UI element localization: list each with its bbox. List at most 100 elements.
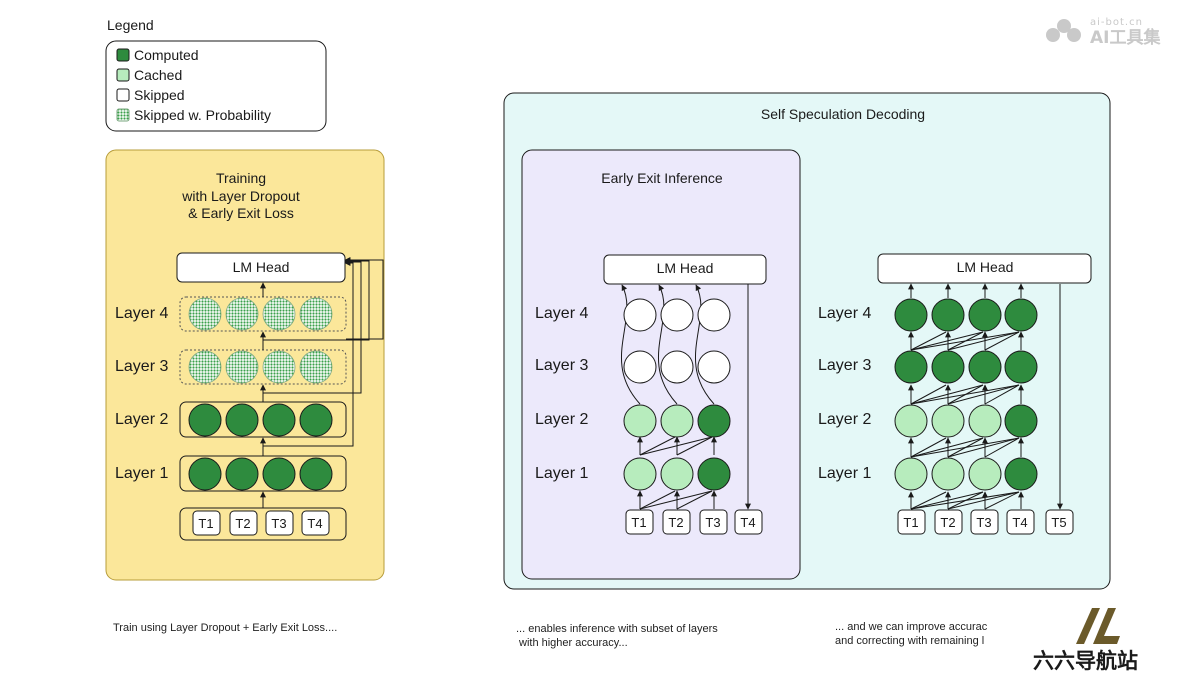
verify-token xyxy=(897,509,926,535)
legend-swatch-cached xyxy=(116,68,130,82)
verify-node xyxy=(968,457,1002,491)
watermark-site-name: 六六导航站 xyxy=(1033,649,1138,673)
training-node xyxy=(188,457,222,491)
training-layer2-label: Layer 2 xyxy=(115,411,168,428)
verify-node xyxy=(1004,457,1038,491)
early-exit-token-label: T1 xyxy=(631,515,646,530)
early-exit-token-label: T4 xyxy=(740,515,755,530)
training-layer4-label: Layer 4 xyxy=(115,305,168,322)
right-caption-line1: ... and we can improve accurac xyxy=(835,621,988,633)
verify-layer2-label: Layer 2 xyxy=(818,411,871,428)
right-caption: ... and we can improve accurac and corre… xyxy=(835,620,1000,652)
training-node xyxy=(262,350,296,384)
legend-label-skipped: Skipped xyxy=(134,87,185,103)
verify-node xyxy=(894,350,928,384)
middle-caption-line2: with higher accuracy... xyxy=(518,637,628,649)
training-token xyxy=(301,510,330,536)
early-exit-node xyxy=(660,404,694,438)
legend-label-computed: Computed xyxy=(134,47,199,63)
verify-node xyxy=(931,350,965,384)
legend-swatch-computed xyxy=(116,48,130,62)
legend-label-skipped-prob: Skipped w. Probability xyxy=(134,107,271,123)
verify-lm-head xyxy=(877,253,1092,284)
early-exit-node xyxy=(623,350,657,384)
early-exit-node xyxy=(697,404,731,438)
training-token xyxy=(229,510,258,536)
verify-node xyxy=(1004,350,1038,384)
training-token-label: T1 xyxy=(198,516,213,531)
middle-caption-line1: ... enables inference with subset of lay… xyxy=(516,623,718,635)
verify-node xyxy=(968,298,1002,332)
verify-node xyxy=(1004,404,1038,438)
training-lm-head-label: LM Head xyxy=(233,259,290,275)
watermark-brand: AI工具集 xyxy=(1090,27,1161,48)
early-exit-token-label: T3 xyxy=(705,515,720,530)
training-panel: Training with Layer Dropout & Early Exit… xyxy=(105,149,385,581)
training-caption: Train using Layer Dropout + Early Exit L… xyxy=(113,622,337,634)
verify-node xyxy=(931,404,965,438)
training-token xyxy=(265,510,294,536)
legend: Legend Computed Cached Skipped Skipped w… xyxy=(105,17,327,132)
verify-token-label: T5 xyxy=(1051,515,1066,530)
early-exit-layer4-label: Layer 4 xyxy=(535,305,588,322)
training-flow-arrows xyxy=(260,257,384,508)
verify-node xyxy=(894,404,928,438)
early-exit-skip-curves xyxy=(620,284,751,510)
self-spec-title: Self Speculation Decoding xyxy=(761,106,925,122)
verify-node xyxy=(894,298,928,332)
early-exit-node xyxy=(623,298,657,332)
training-node xyxy=(225,457,259,491)
verify-node xyxy=(968,404,1002,438)
training-node xyxy=(299,297,333,331)
early-exit-node xyxy=(660,457,694,491)
training-node xyxy=(225,297,259,331)
training-node xyxy=(299,403,333,437)
training-node xyxy=(188,403,222,437)
verify-connections xyxy=(908,283,1063,510)
training-node xyxy=(262,297,296,331)
early-exit-node xyxy=(697,298,731,332)
early-exit-layer2-label: Layer 2 xyxy=(535,411,588,428)
legend-swatch-skipped-prob xyxy=(116,108,130,122)
training-layer3-label: Layer 3 xyxy=(115,358,168,375)
training-title-line1: Training xyxy=(216,170,266,186)
watermark-bottom-right: 六六导航站 xyxy=(1033,608,1138,673)
early-exit-lm-head-label: LM Head xyxy=(657,260,714,276)
training-token-label: T2 xyxy=(235,516,250,531)
verify-layer3-label: Layer 3 xyxy=(818,357,871,374)
early-exit-node xyxy=(697,457,731,491)
early-exit-layer1-label: Layer 1 xyxy=(535,465,588,482)
training-token-label: T4 xyxy=(307,516,322,531)
verify-token-label: T2 xyxy=(940,515,955,530)
legend-title: Legend xyxy=(107,17,154,33)
legend-swatch-skipped xyxy=(116,88,130,102)
training-node xyxy=(188,350,222,384)
verify-token xyxy=(934,509,963,535)
training-title-line2: with Layer Dropout xyxy=(181,188,300,204)
verify-token xyxy=(1006,509,1035,535)
early-exit-layer3-label: Layer 3 xyxy=(535,357,588,374)
verify-node xyxy=(931,298,965,332)
watermark-url: ai-bot.cn xyxy=(1090,17,1143,28)
early-exit-token xyxy=(662,509,691,535)
training-lm-head xyxy=(176,252,346,283)
early-exit-title: Early Exit Inference xyxy=(601,170,723,186)
training-node xyxy=(188,297,222,331)
training-title-line3: & Early Exit Loss xyxy=(188,205,294,221)
early-exit-node xyxy=(660,298,694,332)
verify-token-label: T3 xyxy=(976,515,991,530)
verify-layer4-label: Layer 4 xyxy=(818,305,871,322)
training-token-label: T3 xyxy=(271,516,286,531)
watermark-logo-icon xyxy=(1046,19,1081,42)
early-exit-token xyxy=(734,509,763,535)
verify-node xyxy=(1004,298,1038,332)
verify-layer1-label: Layer 1 xyxy=(818,465,871,482)
early-exit-connections xyxy=(637,436,717,510)
watermark-top-right: ai-bot.cn AI工具集 xyxy=(1046,17,1161,48)
early-exit-node xyxy=(623,404,657,438)
training-node xyxy=(299,457,333,491)
early-exit-token xyxy=(625,509,654,535)
verify-token xyxy=(970,509,999,535)
early-exit-token xyxy=(699,509,728,535)
